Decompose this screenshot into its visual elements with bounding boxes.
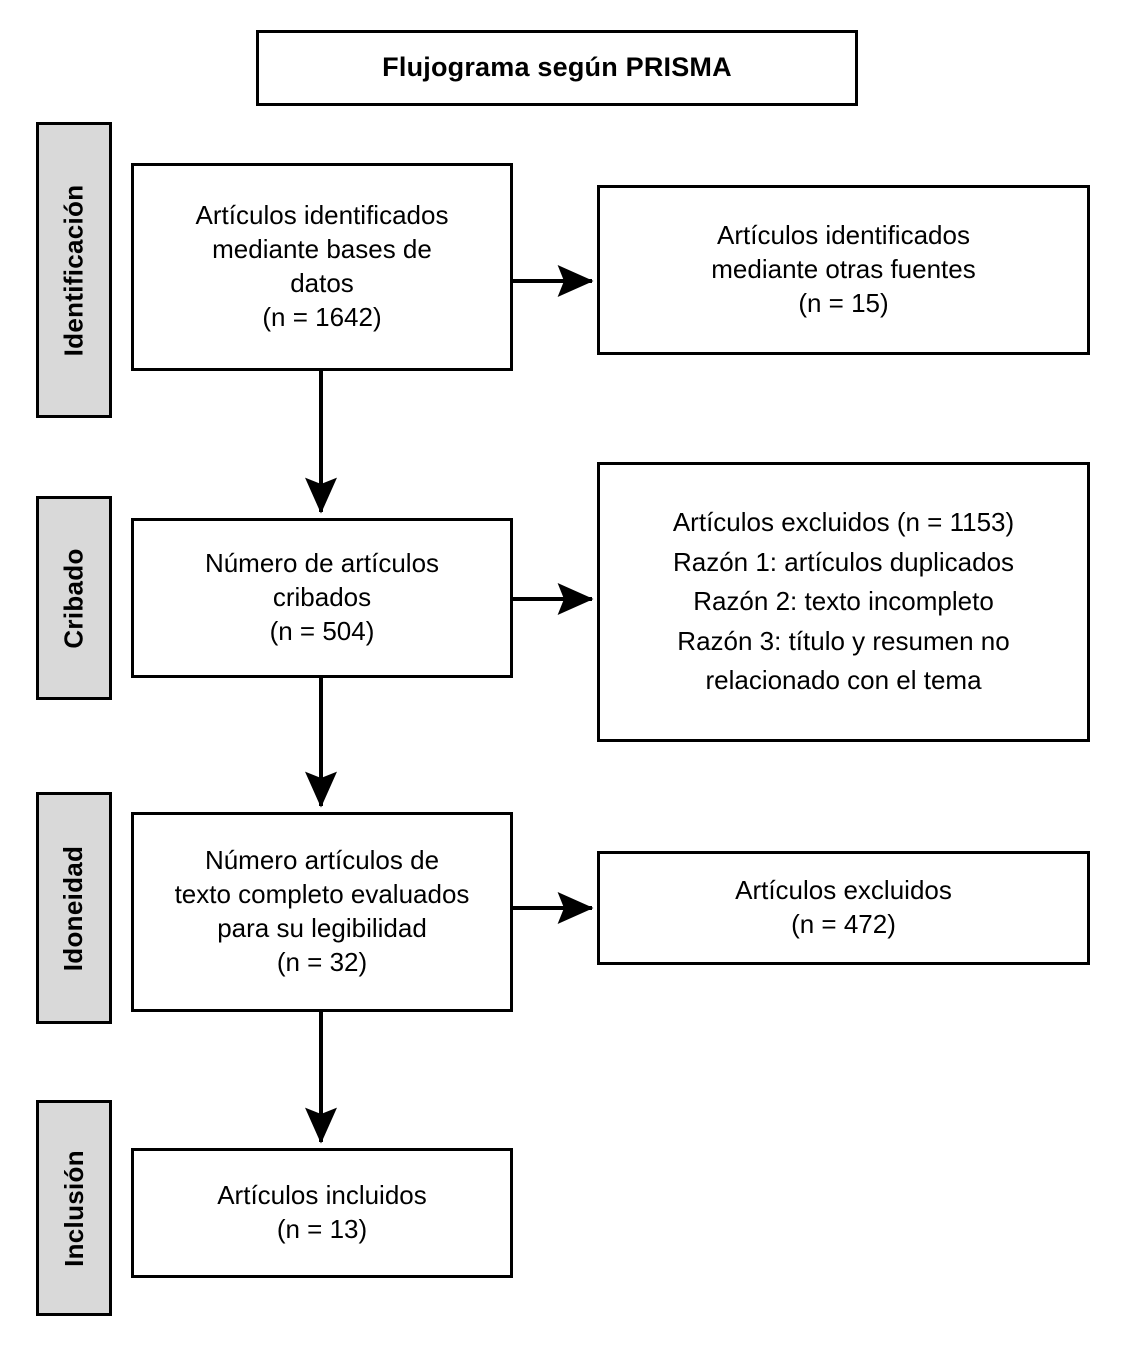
node-line: Artículos incluidos [217,1180,427,1211]
node-identificados-otras-fuentes: Artículos identificados mediante otras f… [597,185,1090,355]
node-line: Artículos excluidos [735,875,952,906]
stage-label-cribado-text: Cribado [58,547,89,649]
stage-label-idoneidad-text: Idoneidad [58,845,89,971]
node-reason-2: Razón 2: texto incompleto [693,586,994,617]
node-line: Número artículos de [204,845,440,876]
node-line: Número de artículos [204,548,440,579]
stage-label-inclusion-text: Inclusión [58,1149,89,1267]
node-line: datos [290,268,354,298]
stage-label-idoneidad: Idoneidad [36,792,112,1024]
node-line: Artículos identificados [717,220,970,251]
diagram-title: Flujograma según PRISMA [256,30,858,106]
node-line: texto completo evaluados [174,879,470,910]
node-reason-3: Razón 3: título y resumen no [677,625,1010,656]
node-line: cribados [272,582,372,613]
node-line: mediante bases de [212,234,432,265]
node-articulos-cribados: Número de artículos cribados (n = 504) [131,518,513,678]
node-line: para su legibilidad [217,913,427,943]
node-count: (n = 15) [798,287,889,318]
node-count: (n = 32) [276,946,368,977]
node-count: Artículos excluidos (n = 1153) [672,507,1015,538]
stage-label-cribado: Cribado [36,496,112,700]
stage-label-inclusion: Inclusión [36,1100,112,1316]
node-line: mediante otras fuentes [711,254,976,285]
node-count: (n = 472) [791,909,896,939]
node-reason-1: Razón 1: artículos duplicados [672,546,1015,577]
node-line: Artículos identificados [195,200,449,231]
diagram-title-text: Flujograma según PRISMA [382,52,732,83]
node-count: (n = 1642) [262,301,382,332]
node-count: (n = 13) [276,1214,368,1244]
node-reason-3-cont: relacionado con el tema [705,665,982,696]
node-articulos-excluidos-razones: Artículos excluidos (n = 1153) Razón 1: … [597,462,1090,742]
node-identificados-bases: Artículos identificados mediante bases d… [131,163,513,371]
stage-label-identificacion: Identificación [36,122,112,418]
node-articulos-excluidos-472: Artículos excluidos (n = 472) [597,851,1090,965]
stage-label-identificacion-text: Identificación [58,184,89,356]
node-articulos-incluidos: Artículos incluidos (n = 13) [131,1148,513,1278]
node-count: (n = 504) [269,615,375,646]
node-texto-completo-evaluados: Número artículos de texto completo evalu… [131,812,513,1012]
